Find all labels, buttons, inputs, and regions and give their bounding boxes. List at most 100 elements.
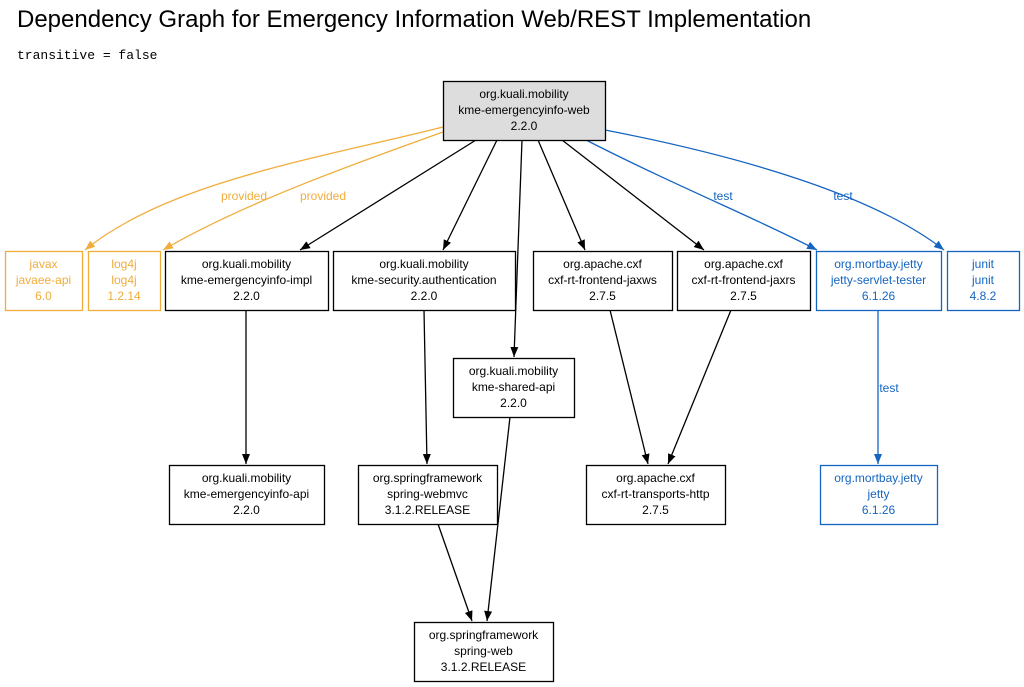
node-version: 2.7.5 xyxy=(642,503,669,517)
node-version: 1.2.14 xyxy=(107,289,141,303)
node-group: log4j xyxy=(111,257,136,271)
node-group: org.apache.cxf xyxy=(563,257,642,271)
node-artifact: cxf-rt-frontend-jaxrs xyxy=(691,273,795,287)
edge-root-to-sharedapi xyxy=(510,139,523,358)
node-group: org.mortbay.jetty xyxy=(834,471,922,485)
node-box xyxy=(532,250,674,312)
node-group: org.apache.cxf xyxy=(616,471,695,485)
node-group: org.apache.cxf xyxy=(704,257,783,271)
node-version: 4.8.2 xyxy=(970,289,997,303)
edge-label: provided xyxy=(221,189,267,203)
node-version: 3.1.2.RELEASE xyxy=(441,660,526,674)
node-version: 2.2.0 xyxy=(233,289,260,303)
node-jetty: org.mortbay.jetty jetty 6.1.26 xyxy=(819,464,939,526)
node-box xyxy=(819,464,939,526)
node-group: org.mortbay.jetty xyxy=(834,257,922,271)
node-artifact: kme-security.authentication xyxy=(351,273,496,287)
edge-line xyxy=(484,416,511,622)
edge-jaxws-to-transports xyxy=(609,309,650,465)
node-artifact: cxf-rt-transports-http xyxy=(601,487,709,501)
node-box xyxy=(413,621,555,683)
node-group: org.kuali.mobility xyxy=(202,471,291,485)
node-jaxws: org.apache.cxf cxf-rt-frontend-jaxws 2.7.5 xyxy=(532,250,674,312)
edge-root-to-junit: test xyxy=(604,129,945,251)
node-version: 2.2.0 xyxy=(411,289,438,303)
edge-line xyxy=(299,139,477,251)
node-version: 2.7.5 xyxy=(730,289,757,303)
edge-root-to-secauth xyxy=(442,139,498,251)
node-box xyxy=(168,464,326,526)
node-api: org.kuali.mobility kme-emergencyinfo-api 2… xyxy=(168,464,326,526)
edge-line xyxy=(537,139,586,251)
node-artifact: spring-webmvc xyxy=(387,487,468,501)
node-artifact: junit xyxy=(971,273,995,287)
node-box xyxy=(4,250,84,312)
edge-secauth-to-webmvc xyxy=(422,309,431,465)
edge-line xyxy=(561,139,705,251)
node-version: 2.2.0 xyxy=(233,503,260,517)
edge-root-to-javaee: provided xyxy=(84,126,444,251)
node-version: 6.1.26 xyxy=(862,503,896,517)
node-version: 6.0 xyxy=(35,289,52,303)
node-box xyxy=(452,357,576,419)
node-group: org.kuali.mobility xyxy=(469,364,558,378)
edge-jaxrs-to-transports xyxy=(667,309,732,465)
node-artifact: kme-emergencyinfo-web xyxy=(458,103,590,117)
node-group: org.springframework xyxy=(373,471,483,485)
edge-line xyxy=(667,309,732,465)
node-artifact: kme-emergencyinfo-api xyxy=(184,487,309,501)
node-artifact: kme-emergencyinfo-impl xyxy=(181,273,312,287)
node-version: 2.7.5 xyxy=(589,289,616,303)
node-group: org.kuali.mobility xyxy=(379,257,468,271)
edge-line xyxy=(585,139,818,251)
node-group: org.springframework xyxy=(429,628,539,642)
node-impl: org.kuali.mobility kme-emergencyinfo-impl… xyxy=(164,250,330,312)
node-version: 3.1.2.RELEASE xyxy=(385,503,470,517)
node-box xyxy=(164,250,330,312)
node-webmvc: org.springframework spring-webmvc 3.1.2.RE… xyxy=(357,464,499,526)
node-secauth: org.kuali.mobility kme-security.authentic… xyxy=(332,250,517,312)
edge-root-to-log4j: provided xyxy=(162,131,444,251)
edge-root-to-jaxws xyxy=(537,139,586,251)
page-subtitle: transitive = false xyxy=(17,48,158,63)
edge-root-to-jaxrs xyxy=(561,139,705,251)
edge-label: provided xyxy=(300,189,346,203)
edge-line xyxy=(162,131,444,251)
edge-line xyxy=(510,139,523,358)
node-root: org.kuali.mobilitykme-emergencyinfo-web2… xyxy=(442,80,607,142)
edge-line xyxy=(604,129,945,251)
edge-label: test xyxy=(879,381,899,395)
edge-servlettester-to-jetty: test xyxy=(874,310,899,464)
edge-line xyxy=(442,139,498,251)
node-artifact: cxf-rt-frontend-jaxws xyxy=(548,273,657,287)
node-transports: org.apache.cxf cxf-rt-transports-http 2.7.… xyxy=(585,464,727,526)
node-box xyxy=(357,464,499,526)
node-jaxrs: org.apache.cxf cxf-rt-frontend-jaxrs 2.7.5 xyxy=(676,250,812,312)
node-springweb: org.springframework spring-web 3.1.2.RELEA… xyxy=(413,621,555,683)
node-group: org.kuali.mobility xyxy=(202,257,291,271)
edge-line xyxy=(437,523,473,622)
edges-layer: provided provided test test test xyxy=(84,126,945,622)
node-servlettester: org.mortbay.jettyjetty-servlet-tester6.1… xyxy=(815,250,943,312)
nodes-layer: org.kuali.mobility kme-emergencyinfo-web 2… xyxy=(4,80,1021,683)
edge-line xyxy=(84,126,444,251)
edge-label: test xyxy=(833,189,853,203)
node-box xyxy=(815,250,943,312)
node-artifact: jetty xyxy=(866,487,889,501)
edge-line xyxy=(422,309,431,465)
edge-sharedapi-to-springweb xyxy=(484,416,511,622)
edge-root-to-servlettester: test xyxy=(585,139,818,251)
edge-line xyxy=(609,309,650,465)
node-box xyxy=(87,250,162,312)
node-artifact: kme-shared-api xyxy=(472,380,555,394)
node-box xyxy=(442,80,607,142)
node-box xyxy=(585,464,727,526)
node-artifact: spring-web xyxy=(454,644,513,658)
node-version: 2.2.0 xyxy=(511,119,538,133)
edge-webmvc-to-springweb xyxy=(437,523,473,622)
